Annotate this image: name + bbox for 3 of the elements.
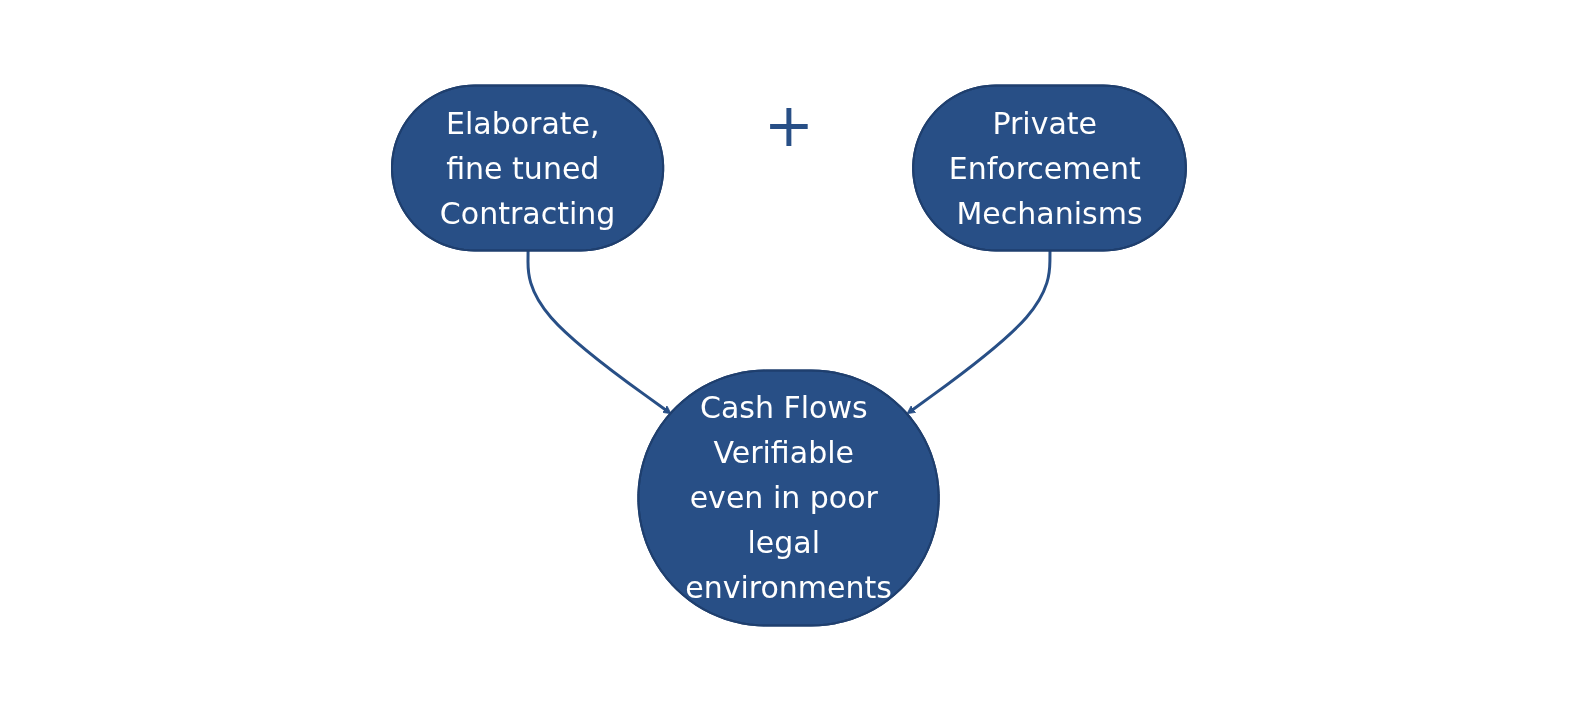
plus-sign: + — [763, 90, 815, 160]
arrow — [906, 251, 1052, 415]
arrow — [526, 251, 672, 415]
